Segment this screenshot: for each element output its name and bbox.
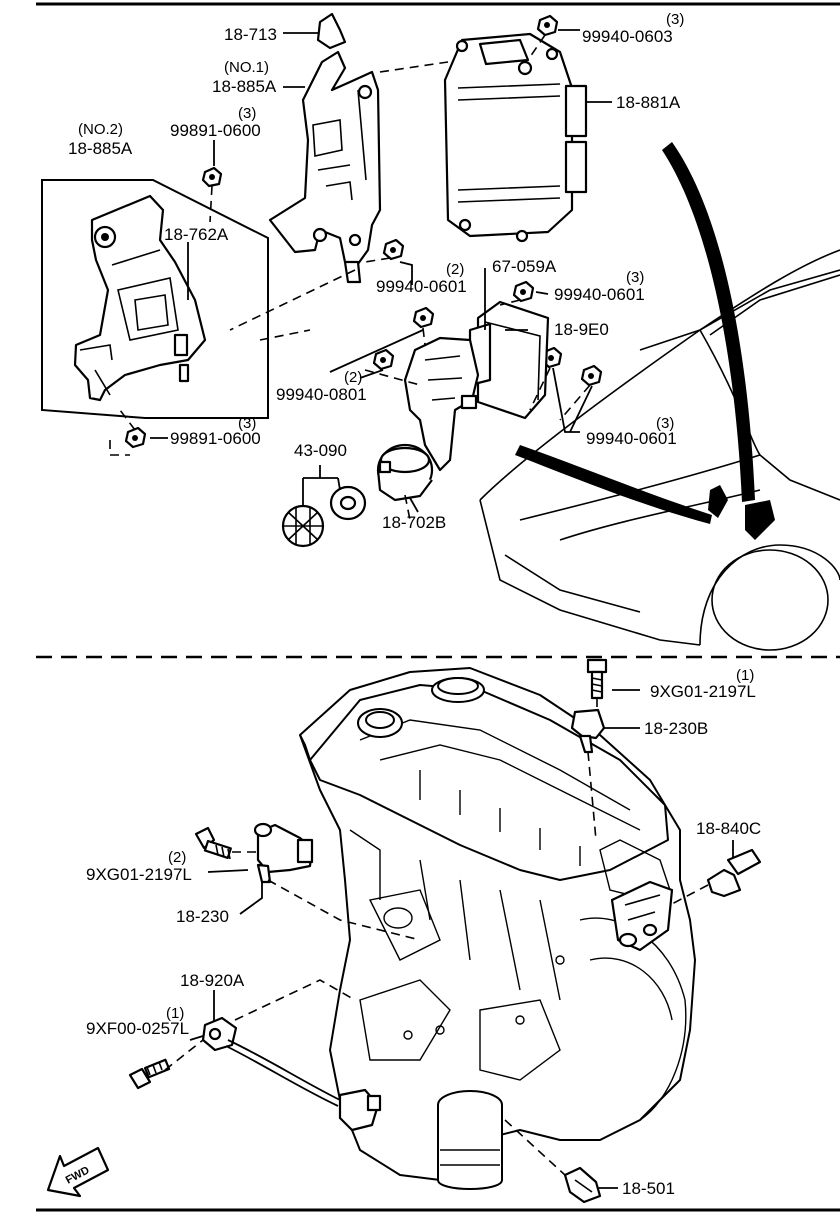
sensor-18-920A <box>201 1016 382 1132</box>
thermostat-housing <box>610 880 674 952</box>
qty-9XG01-2197L-left: (2) <box>168 849 186 866</box>
bracket-no2-callout-box <box>41 179 269 419</box>
label-99940-0601-a: 99940-0601 <box>376 277 467 296</box>
bolt-9XF00-0257L <box>128 1058 171 1090</box>
label-18-885A-no2: 18-885A <box>68 139 133 158</box>
bracket-module-drawing <box>403 336 480 472</box>
pointer-arc-module <box>515 445 712 524</box>
label-67-059A: 67-059A <box>492 257 557 276</box>
nut-99891-0600-bottom <box>124 426 147 449</box>
leader-lines-bottom <box>189 689 734 1189</box>
qty-99940-0601-c: (3) <box>656 415 674 432</box>
vehicle-outline <box>479 249 840 651</box>
nut-99940-0801-b <box>372 348 395 371</box>
qty-99940-0601-b: (3) <box>626 269 644 286</box>
filter-43-090 <box>281 485 367 548</box>
label-18-920A: 18-920A <box>180 971 245 990</box>
label-no1: (NO.1) <box>224 59 269 76</box>
clip-18-713 <box>316 12 347 50</box>
label-18-881A: 18-881A <box>616 93 681 112</box>
label-99891-0600-top: 99891-0600 <box>170 121 261 140</box>
qty-9XG01-2197L-top: (1) <box>736 667 754 684</box>
label-99940-0601-b: 99940-0601 <box>554 285 645 304</box>
bolt-9XG01-2197L-left <box>194 826 232 860</box>
module-18-9E0 <box>468 300 550 420</box>
label-99940-0801: 99940-0801 <box>276 385 367 404</box>
nut-99940-0603 <box>536 14 559 37</box>
label-9XF00-0257L: 9XF00-0257L <box>86 1019 189 1038</box>
ecu-18-881A <box>443 32 588 243</box>
pointer-arc-ecu <box>662 142 755 502</box>
label-18-840C: 18-840C <box>696 819 761 838</box>
label-18-501: 18-501 <box>622 1179 675 1198</box>
switch-18-501 <box>563 1166 602 1204</box>
label-18-702B: 18-702B <box>382 513 446 532</box>
label-18-713: 18-713 <box>224 25 277 44</box>
qty-99891-0600-top: (3) <box>238 105 256 122</box>
leader-lines-top <box>150 29 612 513</box>
qty-9XF00-0257L: (1) <box>166 1005 184 1022</box>
label-no2: (NO.2) <box>78 121 123 138</box>
nut-99940-0801-a <box>412 306 435 329</box>
oil-filter <box>437 1090 503 1190</box>
bolt-9XG01-2197L-top <box>586 658 608 700</box>
label-99891-0600-bottom: 99891-0600 <box>170 429 261 448</box>
qty-99940-0601-a: (2) <box>446 261 464 278</box>
bracket-no2-drawing <box>73 194 207 402</box>
label-18-230: 18-230 <box>176 907 229 926</box>
engine-block <box>299 667 696 1181</box>
label-43-090: 43-090 <box>294 441 347 460</box>
bracket-no1-drawing <box>268 50 382 284</box>
nut-99940-0601-a <box>382 238 405 261</box>
label-18-762A: 18-762A <box>164 225 229 244</box>
fwd-arrow-icon <box>46 1146 110 1198</box>
solenoid-18-702B <box>376 443 434 502</box>
label-18-9E0: 18-9E0 <box>554 320 609 339</box>
nut-99891-0600-top <box>201 166 223 188</box>
label-9XG01-2197L-top: 9XG01-2197L <box>650 682 756 701</box>
sensor-18-230B <box>570 708 606 754</box>
label-18-230B: 18-230B <box>644 719 708 738</box>
nut-99940-0601-c2 <box>580 364 603 387</box>
label-9XG01-2197L-left: 9XG01-2197L <box>86 865 192 884</box>
nut-99940-0601-b <box>512 280 535 303</box>
sensor-18-840C <box>706 848 762 898</box>
label-99940-0601-c: 99940-0601 <box>586 429 677 448</box>
qty-99891-0600-bottom: (3) <box>238 415 256 432</box>
label-18-885A-no1: 18-885A <box>212 77 277 96</box>
sensor-18-230 <box>253 822 314 884</box>
qty-99940-0801: (2) <box>344 369 362 386</box>
qty-99940-0603: (3) <box>666 11 684 28</box>
label-99940-0603: 99940-0603 <box>582 27 673 46</box>
assembly-lines-bottom <box>164 698 709 1176</box>
